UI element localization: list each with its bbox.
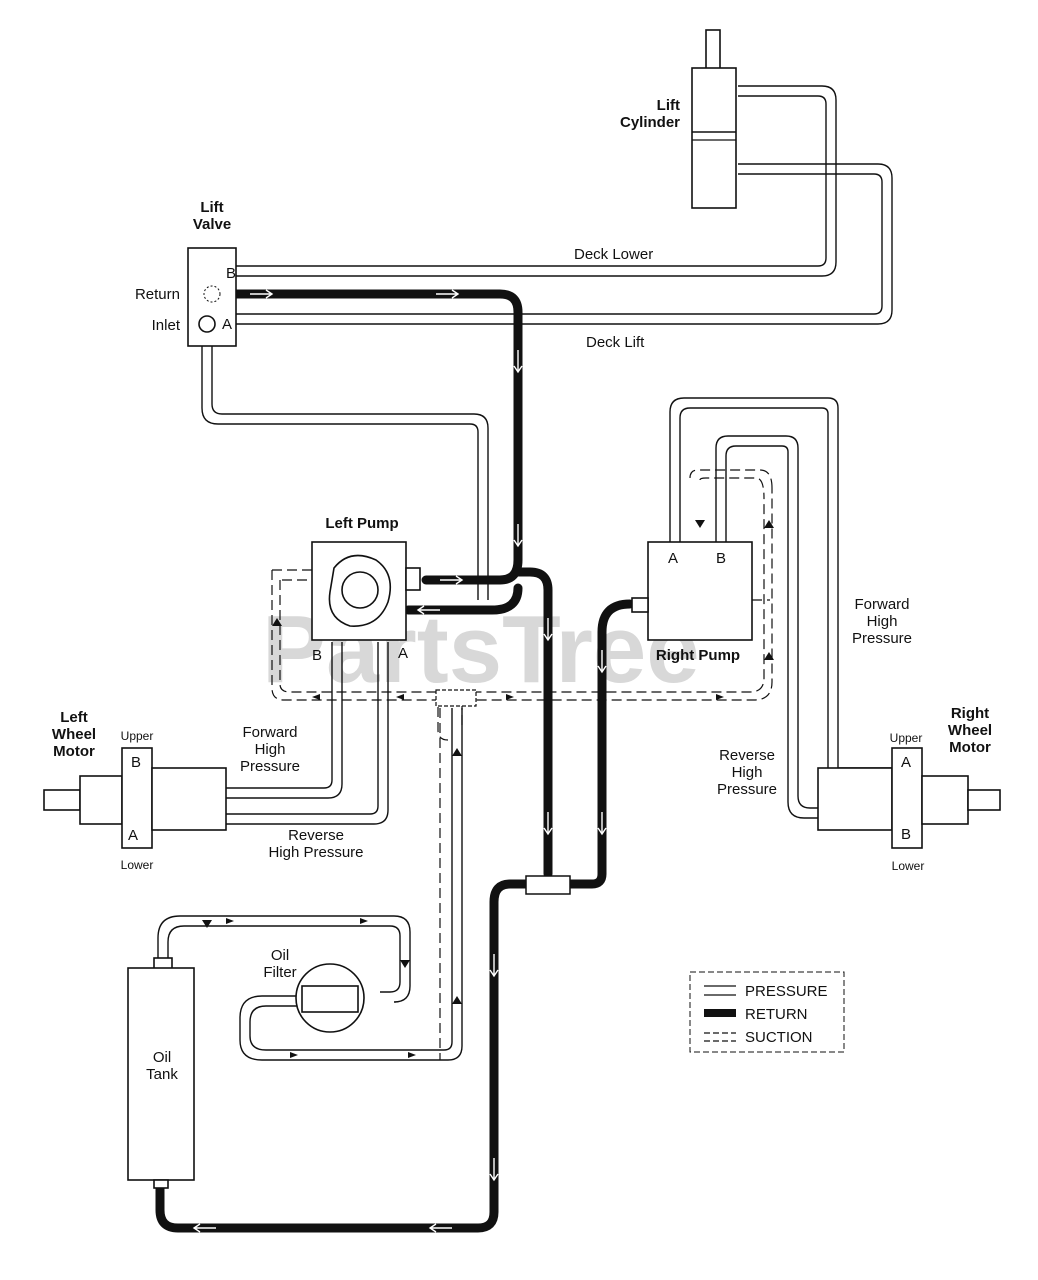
left-pump-label: Left Pump (325, 515, 398, 532)
legend-return: RETURN (704, 1006, 808, 1023)
oil-tank (127, 957, 195, 1189)
left-motor-upper-label: Upper (121, 729, 154, 743)
oil-filter (295, 963, 365, 1033)
right-motor-port-b: B (901, 826, 911, 843)
legend-suction-label: SUCTION (745, 1029, 813, 1046)
right-pump-label: Right Pump (656, 647, 740, 664)
legend-return-label: RETURN (745, 1006, 808, 1023)
deck-lift-label: Deck Lift (586, 334, 645, 351)
left-forward-pressure-label-line: Forward (242, 724, 297, 741)
right-motor-upper-label: Upper (890, 731, 923, 745)
oil-tank-label-line: Tank (146, 1066, 178, 1083)
lift-cylinder (691, 29, 737, 209)
lift-cylinder-label-line: Lift (657, 97, 680, 114)
right-wheel-motor-label-line: Right (951, 705, 989, 722)
return-tee (525, 875, 571, 895)
left-motor-port-b: B (131, 754, 141, 771)
oil-tank-label-line: Oil (153, 1049, 171, 1066)
right-forward-pressure-label-line: Forward (854, 596, 909, 613)
left-reverse-pressure-label-line: Reverse (288, 827, 344, 844)
left-wheel-motor-label-line: Wheel (52, 726, 96, 743)
left-pump-port-a: A (398, 645, 408, 662)
right-reverse-pressure-label-line: Pressure (717, 781, 777, 798)
lift-valve-return-label: Return (135, 286, 180, 303)
right-pump-port-a: A (668, 550, 678, 567)
legend-suction: SUCTION (704, 1029, 813, 1046)
return-lines (155, 289, 635, 1233)
lift-valve (187, 247, 237, 347)
lift-valve-port-a: A (222, 316, 232, 333)
lift-valve-label-line: Lift (200, 199, 223, 216)
legend-pressure: PRESSURE (704, 983, 828, 1000)
right-pump (631, 541, 753, 641)
right-reverse-pressure-label-line: High (732, 764, 763, 781)
right-pump-port-b: B (716, 550, 726, 567)
right-wheel-motor-label-line: Wheel (948, 722, 992, 739)
left-forward-pressure-label-line: High (255, 741, 286, 758)
lift-valve-label-line: Valve (193, 216, 231, 233)
left-reverse-pressure-label-line: High Pressure (268, 844, 363, 861)
right-forward-pressure-label-line: High (867, 613, 898, 630)
right-forward-pressure-label-line: Pressure (852, 630, 912, 647)
legend: PRESSURE RETURN SUCTION (689, 971, 845, 1053)
left-pump-port-b: B (312, 647, 322, 664)
lift-cylinder-label-line: Cylinder (620, 114, 680, 131)
right-wheel-motor-label-line: Motor (949, 739, 991, 756)
left-wheel-motor (43, 747, 227, 849)
right-motor-port-a: A (901, 754, 911, 771)
deck-lower-label: Deck Lower (574, 246, 653, 263)
legend-pressure-label: PRESSURE (745, 983, 828, 1000)
right-wheel-motor (817, 747, 1001, 849)
right-reverse-pressure-label-line: Reverse (719, 747, 775, 764)
lift-valve-inlet-label: Inlet (152, 317, 181, 334)
left-pump (311, 541, 421, 641)
suction-tee (435, 689, 477, 707)
oil-filter-label-line: Filter (263, 964, 296, 981)
suction-lines (271, 469, 773, 1060)
left-wheel-motor-label-line: Motor (53, 743, 95, 760)
lift-valve-port-b: B (226, 265, 236, 282)
left-forward-pressure-label-line: Pressure (240, 758, 300, 775)
left-motor-lower-label: Lower (121, 858, 154, 872)
right-motor-lower-label: Lower (892, 859, 925, 873)
left-wheel-motor-label-line: Left (60, 709, 88, 726)
left-motor-port-a: A (128, 827, 138, 844)
oil-filter-label-line: Oil (271, 947, 289, 964)
